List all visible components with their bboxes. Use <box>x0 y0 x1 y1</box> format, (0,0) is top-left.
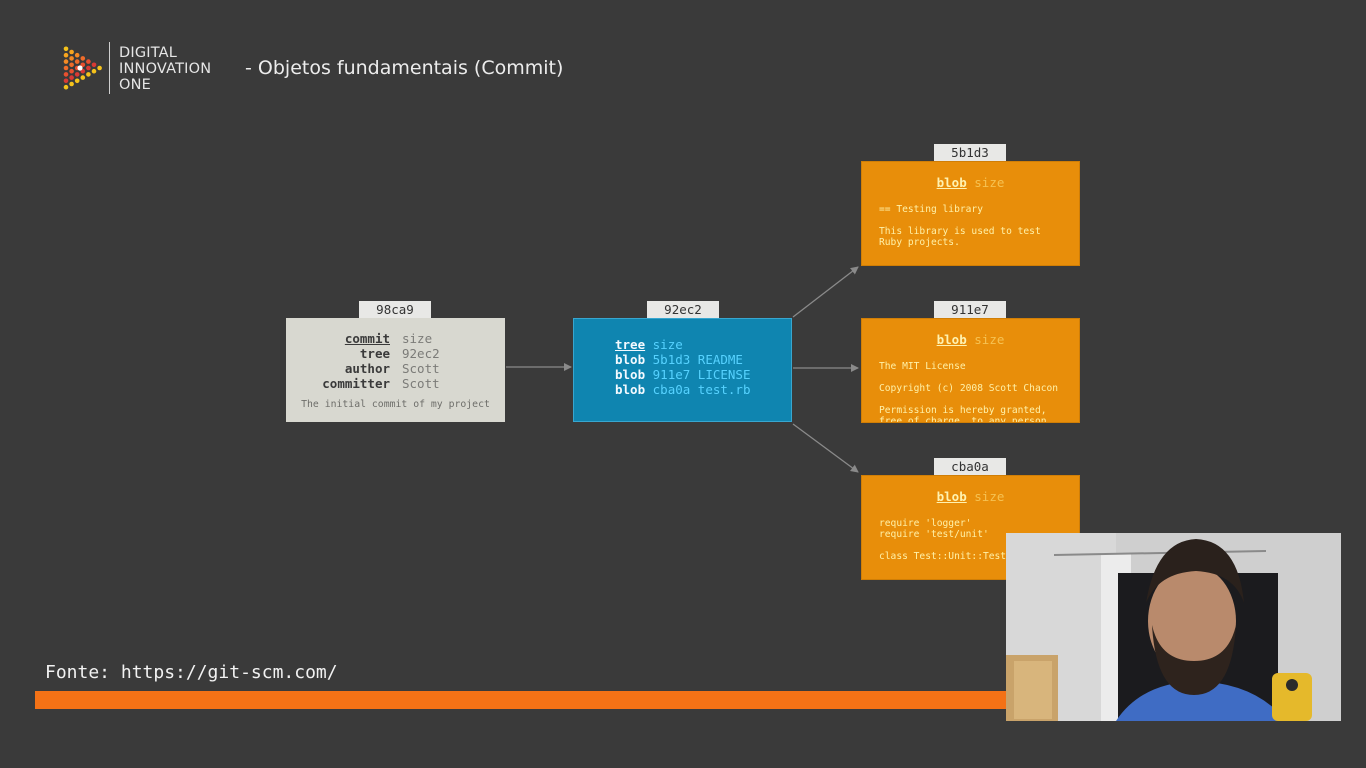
blob-header: blob size <box>862 175 1079 190</box>
slide-title: - Objetos fundamentais (Commit) <box>245 57 564 79</box>
commit-row-value: 92ec2 <box>402 346 440 361</box>
tree-row: blob 911e7 LICENSE <box>615 367 750 382</box>
blob-key: blob <box>936 175 967 190</box>
source-credit: Fonte: https://git-scm.com/ <box>45 662 338 683</box>
commit-object: commit size tree 92ec2 author Scott comm… <box>286 318 505 422</box>
blob-key: blob <box>936 489 967 504</box>
logo-dot <box>63 46 69 52</box>
presenter-webcam <box>1006 533 1341 721</box>
tree-row-value: cba0a test.rb <box>652 382 751 397</box>
arrow-tree-to-blob <box>792 423 859 473</box>
logo-dot <box>69 56 74 61</box>
blob-object: blob size == Testing library This librar… <box>861 161 1080 266</box>
tree-row-value: 5b1d3 README <box>652 352 743 367</box>
logo-dot <box>63 84 69 90</box>
commit-row-value: Scott <box>402 376 440 391</box>
commit-id-label: 98ca9 <box>359 301 431 318</box>
tree-row-key: blob <box>615 352 646 367</box>
logo-dot <box>74 72 80 77</box>
logo-dot <box>86 65 91 71</box>
logo-dot <box>80 62 86 68</box>
logo-line: INNOVATION <box>119 61 212 77</box>
commit-row-value: Scott <box>402 361 440 376</box>
logo-dot <box>74 59 80 64</box>
commit-row-key: author <box>344 361 390 376</box>
presentation-progress-bar <box>35 691 1007 709</box>
logo-line: ONE <box>119 77 152 93</box>
blob-size: size <box>974 175 1005 190</box>
blob-content: The MIT License Copyright (c) 2008 Scott… <box>879 361 1059 423</box>
commit-message: The initial commit of my project <box>301 399 490 410</box>
logo-dot <box>63 78 69 84</box>
logo-dot <box>69 81 74 87</box>
logo-dot <box>77 65 83 71</box>
logo-dot <box>74 78 80 84</box>
tree-row-key: blob <box>615 382 646 397</box>
tree-row-value: 911e7 LICENSE <box>652 367 751 382</box>
blob-id-label: cba0a <box>934 458 1006 475</box>
tree-row-key: tree <box>615 337 646 352</box>
logo-dot <box>74 52 80 58</box>
blob-object: blob size The MIT License Copyright (c) … <box>861 318 1080 423</box>
blob-header: blob size <box>862 489 1079 504</box>
blob-id-label: 5b1d3 <box>934 144 1006 161</box>
commit-row-key: commit <box>344 331 390 346</box>
arrow-tree-to-blob <box>792 266 859 318</box>
logo-dot <box>63 65 69 71</box>
logo-dot <box>69 49 74 55</box>
progress-fill <box>35 691 1007 709</box>
blob-content: require 'logger' require 'test/unit' cla… <box>879 518 1030 562</box>
logo-dot <box>69 68 74 74</box>
logo-dot <box>63 72 69 77</box>
logo-dot <box>69 75 74 80</box>
blob-content: == Testing library This library is used … <box>879 204 1041 248</box>
tree-object: tree size blob 5b1d3 README blob 911e7 L… <box>573 318 792 422</box>
logo-dot <box>63 59 69 64</box>
blob-key: blob <box>936 332 967 347</box>
tree-row-key: blob <box>615 367 646 382</box>
logo-dot <box>91 68 97 74</box>
logo-dot <box>91 62 97 68</box>
logo-dot <box>86 72 91 77</box>
logo-dot <box>80 56 86 61</box>
logo-dot <box>63 52 69 58</box>
commit-row-key: committer <box>322 376 390 391</box>
tree-row-value: size <box>652 337 683 352</box>
logo-wordmark: DIGITAL INNOVATION ONE <box>119 45 211 93</box>
blob-header: blob size <box>862 332 1079 347</box>
tree-row: tree size <box>615 337 683 352</box>
logo-dot <box>86 59 91 64</box>
commit-row-value: size <box>402 331 433 346</box>
tree-row: blob 5b1d3 README <box>615 352 743 367</box>
presenter-webcam-icon <box>1006 533 1341 721</box>
logo-line: DIGITAL <box>119 45 178 61</box>
logo-dot <box>97 65 102 71</box>
blob-size: size <box>974 489 1005 504</box>
logo-dot <box>80 68 86 74</box>
blob-id-label: 911e7 <box>934 301 1006 318</box>
tree-id-label: 92ec2 <box>647 301 719 318</box>
logo-dot <box>69 62 74 68</box>
blob-size: size <box>974 332 1005 347</box>
logo-divider <box>109 42 110 94</box>
logo-dot <box>80 75 86 80</box>
tree-row: blob cba0a test.rb <box>615 382 750 397</box>
commit-row-key: tree <box>359 346 390 361</box>
dio-logo-icon <box>63 46 102 90</box>
